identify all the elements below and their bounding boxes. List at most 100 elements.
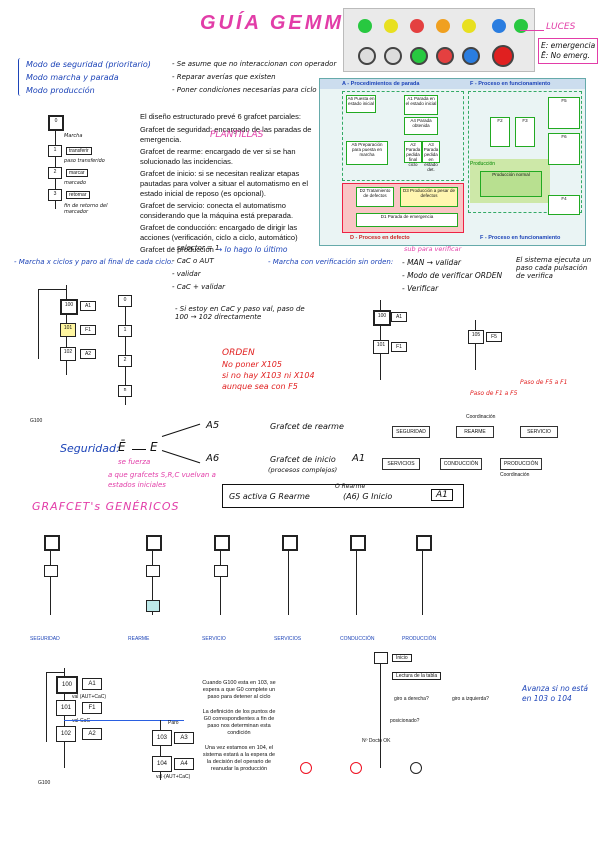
gemma-box: D2 Tratamiento de defectos [356, 187, 394, 207]
grafcet-item-2: Grafcet de rearme: encargado de ver si s… [140, 147, 296, 166]
red-lamp-icon [410, 19, 424, 33]
generic-label: SERVICIO [202, 636, 226, 642]
struct-sub: Coordinación [466, 414, 496, 420]
action-f1: F1 [82, 702, 102, 714]
control-panel-image [343, 8, 535, 72]
trans-label: val·(AUT+CaC) [156, 774, 191, 780]
gemma-diagram: A - Procedimientos de parada F - Proceso… [319, 78, 586, 246]
seguridad-label: Seguridad: [60, 442, 120, 455]
avanza-note: Avanza si no está en 103 o 104 [522, 684, 588, 703]
side-label: marcado [64, 180, 87, 186]
struct-box: SERVICIOS [382, 458, 420, 470]
action-a2: A2 [82, 728, 102, 740]
flow-box: Lectura de la tabla [392, 672, 442, 680]
flow-box: Inicio [392, 654, 412, 662]
grafcet-item-5: Grafcet de conducción: encargado de diri… [140, 223, 298, 242]
step-103: 103 [152, 730, 172, 746]
trans-label: val·CaC [72, 718, 91, 724]
trans-label: Paro [168, 720, 179, 726]
yellow-lamp-icon [384, 19, 398, 33]
struct-box: SEGURIDAD [392, 426, 430, 438]
generic-label: SEGURIDAD [30, 636, 60, 642]
side-label: Marcha [64, 133, 83, 139]
gemma-box: A4 Parada obtenida [404, 117, 438, 135]
orden-note: aunque sea con F5 [222, 382, 298, 391]
stop-grafcet-diagram: 100 A1 val (AUT+CaC) 101 F1 val·CaC 102 … [38, 668, 208, 788]
se-fuerza: se fuerza [118, 458, 151, 466]
gemma-box: A6 Puesta en estado inicial [346, 95, 376, 113]
marcha-item: - selector = 1 [172, 244, 220, 252]
marker-grafcet-diagram: 0 1 2 3 Marcha transferir paso transferi… [38, 115, 128, 215]
gs-formula-box: GS activa G Rearme O Rearme (A6) G Inici… [222, 483, 464, 508]
verify-grafcet-diagram: 100 A1 101 F1 105 F5 [345, 300, 585, 410]
generic-label: PRODUCCIÓN [402, 636, 437, 642]
gemma-box: F5 [548, 97, 580, 129]
side-label: retornar [66, 191, 90, 199]
green-button-icon [410, 47, 428, 65]
step-102: 102 [56, 726, 76, 742]
arrow-line [161, 423, 201, 437]
grafcet-item-6: Grafcet de producción → lo hago lo últim… [140, 245, 288, 254]
g100-label: G100 [30, 418, 43, 424]
gemma-f-label: F - Proceso en funcionamiento [470, 81, 551, 87]
generic-grafcets-diagram [30, 525, 450, 635]
legend-emergencia: E: emergencia [541, 41, 596, 50]
gemma-box: F2 [490, 117, 510, 147]
green-lamp-icon [514, 19, 528, 33]
gemma-a-label: A - Procedimientos de parada [342, 81, 420, 87]
circle-icon [300, 762, 312, 774]
explanation: La definición de los puntos de G0 corres… [202, 709, 276, 736]
struct-box: REARME [456, 426, 494, 438]
gemma-box: Producción normal [480, 171, 542, 197]
gemma-prod: Producción [470, 161, 496, 167]
marcha-item: - CaC + validar [172, 283, 226, 291]
struct-box: PRODUCCIÓN [500, 458, 542, 470]
gs-note: a que grafcets S,R,C vuelvan a estados i… [108, 471, 216, 489]
gs-formula: GS activa G Rearme [229, 492, 310, 501]
paso-label: Paso de F1 a F5 [470, 390, 518, 397]
struct-box: CONDUCCIÓN [440, 458, 482, 470]
gs-tail: (A6) G Inicio [343, 492, 393, 501]
yellow-lamp-icon [462, 19, 476, 33]
orden-title: ORDEN [222, 348, 255, 358]
gs-over: O Rearme [335, 483, 366, 490]
gemma-box: D3 Producción a pesar de defectos [400, 187, 458, 207]
verif-title: - Marcha con verificación sin orden: [268, 258, 394, 266]
page-title: GUÍA GEMMA [200, 12, 362, 34]
mode-item: Modo de seguridad (prioritario) [26, 60, 151, 69]
arrow-line [132, 449, 146, 450]
grafcet-item-1: Grafcet de seguridad: encargado de las p… [140, 125, 312, 144]
gemma-box: A3 Parada pedida en estado det. [422, 141, 440, 172]
verif-note: El sistema ejecuta un paso cada pulsació… [516, 256, 592, 280]
action-a3: A3 [174, 732, 194, 744]
seguridad-e: E [150, 440, 158, 454]
red-button-icon [436, 47, 454, 65]
orange-lamp-icon [436, 19, 450, 33]
grafcets-intro: El diseño estructurado prevé 6 grafcet p… [140, 112, 301, 121]
verif-item: - Verificar [402, 284, 439, 293]
action-a1: A1 [82, 678, 102, 690]
struct-sub: Coordinación [500, 472, 530, 478]
marcha-note: - Si estoy en CaC y paso val, paso de 10… [175, 305, 305, 321]
circle-icon [410, 762, 422, 774]
luces-label: LUCES [546, 22, 576, 32]
a1-label: A1 [352, 453, 366, 464]
brace [18, 58, 23, 96]
gemma-box: A2 Parada pedida final ciclo [404, 141, 422, 167]
gemma-box: F3 [515, 117, 535, 147]
seguridad-ebar: Ē [118, 440, 126, 454]
verif-item: - Modo de verificar ORDEN [402, 271, 503, 280]
grafcet-item-3: Grafcet de inicio: si se necesitan reali… [140, 169, 309, 198]
mode-note: - Se asume que no interaccionan con oper… [172, 60, 337, 68]
mode-item: Modo producción [26, 86, 95, 95]
gemma-box: F6 [548, 133, 580, 165]
struct-box: SERVICIO [520, 426, 558, 438]
gemma-box: A5 Preparación para puesta en marcha [346, 141, 388, 165]
action-a4: A4 [174, 758, 194, 770]
generic-label: SERVICIOS [274, 636, 302, 642]
marcha-item: - validar [172, 270, 201, 278]
explanation: Una vez estamos en 104, el sistema estar… [202, 745, 276, 772]
gs-end: A1 [431, 489, 453, 501]
flow-box: giro a izquierda? [452, 696, 489, 702]
explanation: Cuando G100 esta en 103, se espera a que… [202, 680, 276, 700]
